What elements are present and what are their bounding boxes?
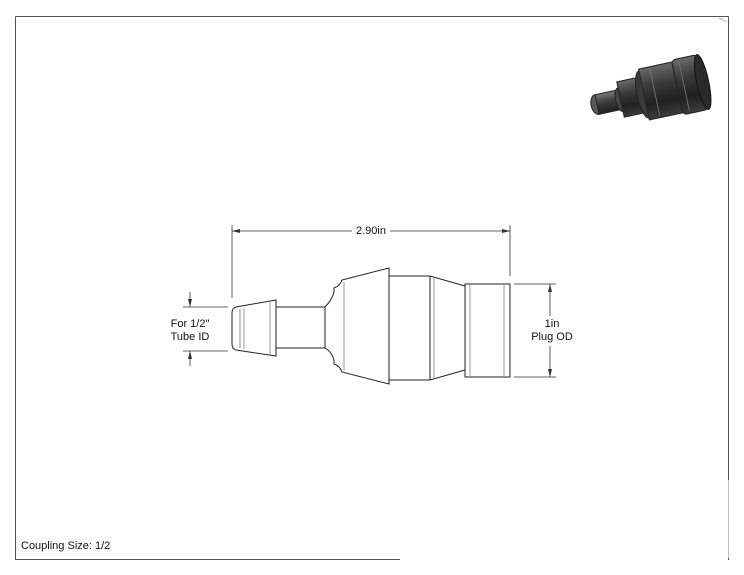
overall-length-label: 2.90in [356, 225, 386, 237]
plug [464, 283, 511, 378]
collar-flange [324, 267, 390, 385]
coupling-size-note: Coupling Size: 1/2 [21, 540, 111, 552]
main-body [389, 275, 466, 381]
sheet-frame-shadow [718, 17, 729, 558]
tube-id-dimension [183, 292, 228, 366]
hose-barb [231, 299, 277, 357]
tube-id-label-line1: For 1/2" [170, 318, 210, 330]
tube-id-label: For 1/2" Tube ID [160, 318, 220, 344]
sheet-frame [15, 16, 729, 560]
plug-od-label-line2: Plug OD [531, 331, 573, 343]
tube-id-label-line2: Tube ID [170, 331, 210, 343]
coupling-side-view [231, 267, 511, 385]
isometric-thumbnail [590, 54, 712, 121]
barb-neck [276, 306, 326, 349]
plug-od-label-line1: 1in [544, 318, 560, 330]
plug-od-dimension [514, 283, 556, 378]
plug-od-label: 1in Plug OD [524, 318, 580, 344]
overall-length-dimension [231, 225, 511, 298]
